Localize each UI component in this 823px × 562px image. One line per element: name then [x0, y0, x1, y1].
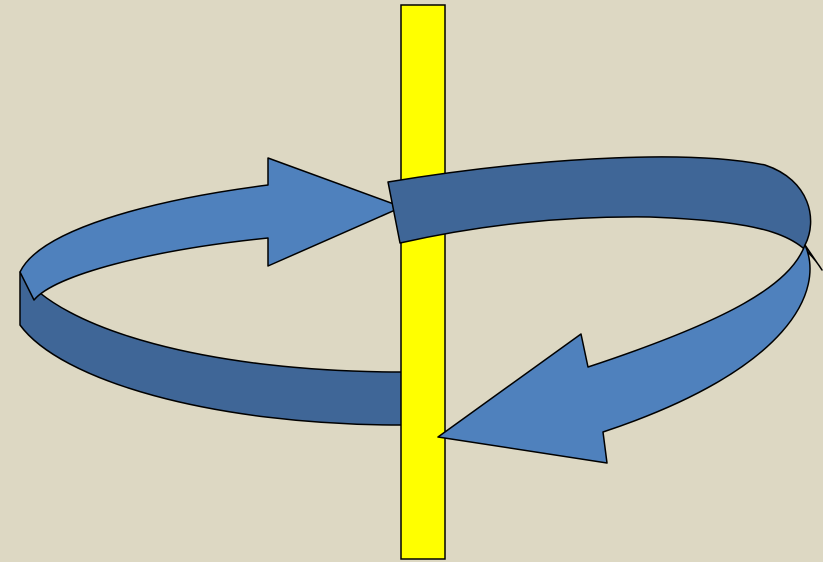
yellow-vertical-axis-bar	[401, 5, 445, 559]
